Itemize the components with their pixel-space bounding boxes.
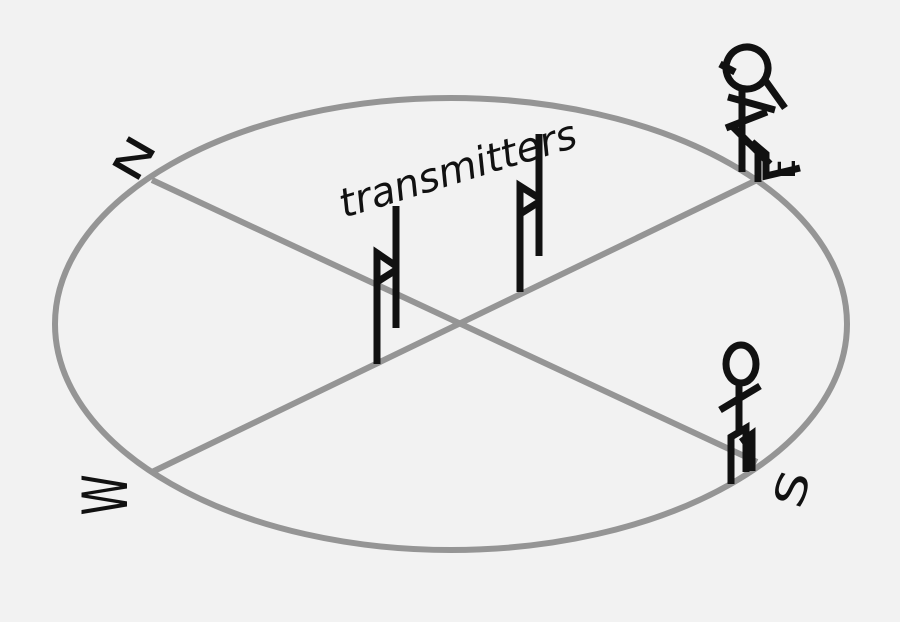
transmitters-label: transmitters [333, 112, 582, 228]
ground-ellipse [52, 95, 850, 553]
axis-west-east [150, 177, 759, 475]
direction-south: S [764, 464, 821, 513]
transmitter-left [373, 206, 400, 364]
axis-north-south [150, 177, 759, 465]
person-south [718, 341, 762, 484]
person-east [718, 43, 801, 182]
transmitter-right [516, 134, 543, 292]
direction-west: W [70, 474, 143, 515]
